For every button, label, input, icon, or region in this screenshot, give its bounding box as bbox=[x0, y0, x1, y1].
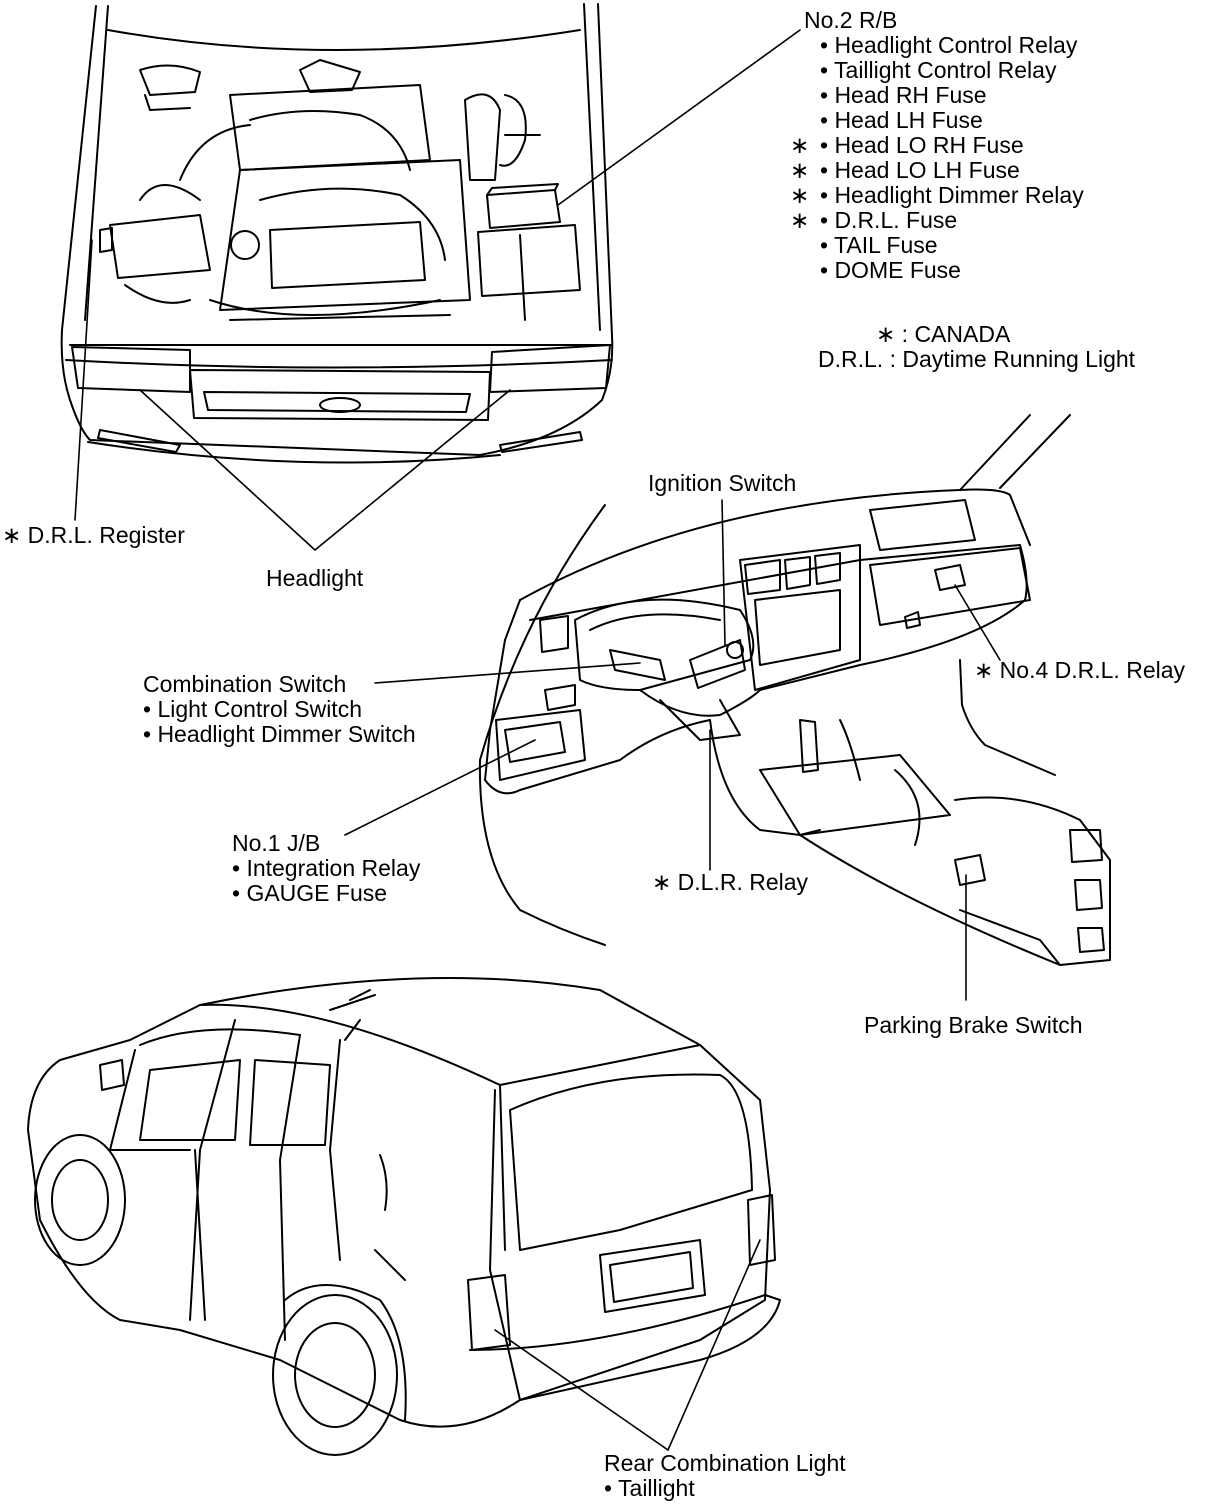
no2-rb-item: ∗ • Headlight Dimmer Relay bbox=[790, 183, 1084, 208]
legend-drl: D.R.L. : Daytime Running Light bbox=[818, 346, 1136, 372]
no1-jb-item-1: • Integration Relay bbox=[232, 855, 421, 881]
combination-switch-item-1: • Light Control Switch bbox=[143, 696, 362, 722]
no2-rb-item-text: • D.R.L. Fuse bbox=[820, 207, 958, 233]
dlr-relay-label: ∗ D.L.R. Relay bbox=[652, 869, 809, 895]
rear-combination-light-title: Rear Combination Light bbox=[604, 1450, 846, 1476]
leader-no4-drl-relay bbox=[954, 584, 1001, 661]
ignition-switch-label: Ignition Switch bbox=[648, 470, 797, 496]
canada-asterisk-mark: ∗ bbox=[790, 157, 810, 183]
leader-combination-switch bbox=[374, 662, 641, 684]
no2-rb-item: ∗ • D.R.L. Fuse bbox=[790, 208, 1084, 233]
leader-ignition-switch bbox=[721, 499, 726, 646]
no2-rb-item-text: • Head RH Fuse bbox=[820, 82, 987, 108]
no2-rb-items: • Headlight Control Relay• Taillight Con… bbox=[790, 33, 1084, 283]
no1-jb-title: No.1 J/B bbox=[232, 830, 321, 856]
leader-lines bbox=[74, 29, 1001, 1451]
leader-headlight-left bbox=[139, 389, 316, 551]
no4-drl-relay-label: ∗ No.4 D.R.L. Relay bbox=[974, 657, 1186, 683]
engine-compartment-drawing bbox=[60, 3, 614, 464]
no2-rb-item: • Head LH Fuse bbox=[790, 108, 1084, 133]
no2-rb-item: • Headlight Control Relay bbox=[790, 33, 1084, 58]
combination-switch-title: Combination Switch bbox=[143, 671, 347, 697]
canada-asterisk-mark: ∗ bbox=[790, 132, 810, 158]
canada-asterisk-mark: ∗ bbox=[790, 207, 810, 233]
no1-jb-label: No.1 J/B • Integration Relay • GAUGE Fus… bbox=[232, 831, 420, 906]
combination-switch-label: Combination Switch • Light Control Switc… bbox=[143, 672, 416, 747]
legend-canada: ∗ : CANADA bbox=[876, 321, 1011, 347]
no2-rb-item-text: • DOME Fuse bbox=[820, 257, 961, 283]
leader-rear-combination-left bbox=[494, 1329, 669, 1451]
rear-combination-light-label: Rear Combination Light • Taillight bbox=[604, 1451, 846, 1501]
no2-rb-item-text: • TAIL Fuse bbox=[820, 232, 938, 258]
no2-rb-item: • Head RH Fuse bbox=[790, 83, 1084, 108]
no2-rb-label: No.2 R/B • Headlight Control Relay• Tail… bbox=[790, 8, 1084, 283]
no2-rb-item-text: • Taillight Control Relay bbox=[820, 57, 1057, 83]
no1-jb-item-2: • GAUGE Fuse bbox=[232, 880, 388, 906]
no2-rb-item-text: • Head LH Fuse bbox=[820, 107, 983, 133]
leader-drl-register bbox=[74, 239, 93, 521]
no2-rb-item-text: • Head LO RH Fuse bbox=[820, 132, 1024, 158]
no2-rb-title: No.2 R/B bbox=[804, 7, 898, 33]
vehicle-rear-drawing bbox=[27, 977, 781, 1456]
no2-rb-item: • Taillight Control Relay bbox=[790, 58, 1084, 83]
no2-rb-item: • TAIL Fuse bbox=[790, 233, 1084, 258]
no2-rb-item-text: • Headlight Dimmer Relay bbox=[820, 182, 1084, 208]
combination-switch-item-2: • Headlight Dimmer Switch bbox=[143, 721, 416, 747]
no2-rb-item-text: • Head LO LH Fuse bbox=[820, 157, 1020, 183]
leader-no1-jb bbox=[344, 739, 536, 836]
no2-rb-item-text: • Headlight Control Relay bbox=[820, 32, 1078, 58]
canada-asterisk-mark: ∗ bbox=[790, 182, 810, 208]
headlight-label: Headlight bbox=[266, 565, 364, 591]
no2-rb-item: ∗ • Head LO LH Fuse bbox=[790, 158, 1084, 183]
no2-rb-item: • DOME Fuse bbox=[790, 258, 1084, 283]
leader-no2-rb bbox=[557, 29, 801, 206]
drl-register-label: ∗ D.R.L. Register bbox=[2, 522, 185, 548]
leader-rear-combination-right bbox=[667, 1239, 761, 1451]
parking-brake-switch-label: Parking Brake Switch bbox=[864, 1012, 1083, 1038]
leader-headlight-right bbox=[314, 389, 511, 551]
dashboard-drawing bbox=[478, 414, 1111, 966]
no2-rb-item: ∗ • Head LO RH Fuse bbox=[790, 133, 1084, 158]
rear-combination-light-item-1: • Taillight bbox=[604, 1475, 695, 1501]
